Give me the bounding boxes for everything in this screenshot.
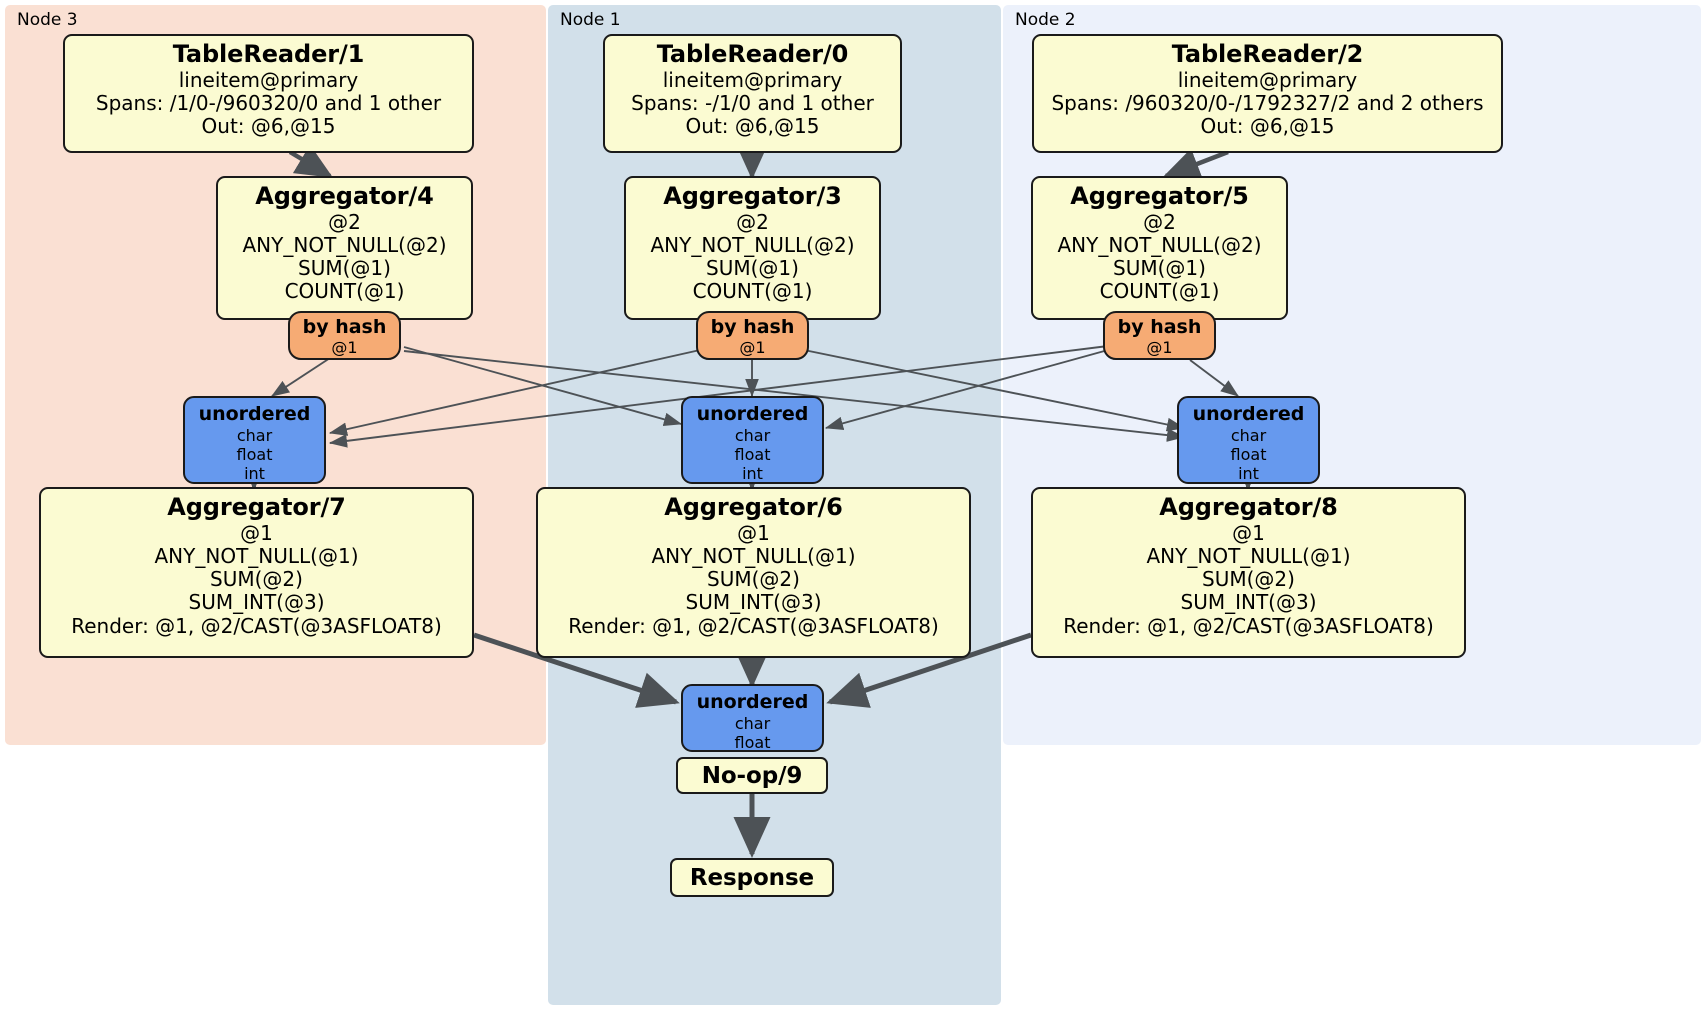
synchronizer-type-float: float — [734, 732, 771, 752]
processor-agg-2: SUM(@2) — [210, 567, 303, 592]
processor-title: Response — [689, 864, 815, 891]
processor-agg-2: SUM(@2) — [1202, 567, 1295, 592]
synchronizer-type-char: char — [1230, 425, 1267, 445]
processor-agg-3: SUM_INT(@3) — [1180, 590, 1317, 615]
processor-out: Out: @6,@15 — [201, 114, 336, 139]
processor-table: lineitem@primary — [1177, 67, 1358, 92]
processor-agg-2: SUM(@1) — [298, 256, 391, 281]
processor-title: Aggregator/3 — [663, 182, 842, 210]
processor-table-reader-1[interactable]: TableReader/1 lineitem@primary Spans: /1… — [63, 34, 474, 153]
synchronizer-type-float: float — [236, 444, 273, 464]
synchronizer-type-char: char — [734, 425, 771, 445]
processor-spans: Spans: /960320/0-/1792327/2 and 2 others — [1051, 91, 1484, 116]
processor-group-cols: @1 — [240, 520, 273, 545]
synchronizer-type-int: int — [742, 464, 763, 484]
router-by-hash-aggregator4[interactable]: by hash @1 — [288, 311, 401, 360]
processor-table-reader-2[interactable]: TableReader/2 lineitem@primary Spans: /9… — [1032, 34, 1503, 153]
router-by-hash-aggregator5[interactable]: by hash @1 — [1103, 311, 1216, 360]
node-panel-label-node2: Node 2 — [1015, 10, 1076, 30]
processor-agg-1: ANY_NOT_NULL(@1) — [154, 544, 359, 569]
processor-aggregator-3[interactable]: Aggregator/3 @2 ANY_NOT_NULL(@2) SUM(@1)… — [624, 176, 881, 320]
processor-render: Render: @1, @2/CAST(@3ASFLOAT8) — [71, 613, 442, 638]
processor-title: Aggregator/7 — [167, 493, 346, 521]
processor-aggregator-7[interactable]: Aggregator/7 @1 ANY_NOT_NULL(@1) SUM(@2)… — [39, 487, 474, 658]
processor-title: TableReader/1 — [172, 40, 365, 68]
processor-title: No-op/9 — [701, 762, 803, 789]
processor-agg-2: SUM(@2) — [707, 567, 800, 592]
processor-aggregator-4[interactable]: Aggregator/4 @2 ANY_NOT_NULL(@2) SUM(@1)… — [216, 176, 473, 320]
processor-title: TableReader/0 — [656, 40, 849, 68]
processor-table: lineitem@primary — [662, 67, 843, 92]
processor-agg-1: ANY_NOT_NULL(@2) — [1057, 233, 1262, 258]
processor-group-cols: @2 — [736, 209, 769, 234]
synchronizer-type-int: int — [1238, 464, 1259, 484]
processor-group-cols: @1 — [1232, 520, 1265, 545]
processor-aggregator-6[interactable]: Aggregator/6 @1 ANY_NOT_NULL(@1) SUM(@2)… — [536, 487, 971, 658]
processor-out: Out: @6,@15 — [1200, 114, 1335, 139]
processor-noop-9[interactable]: No-op/9 — [676, 757, 828, 794]
processor-aggregator-8[interactable]: Aggregator/8 @1 ANY_NOT_NULL(@1) SUM(@2)… — [1031, 487, 1466, 658]
synchronizer-title: unordered — [696, 403, 809, 425]
synchronizer-type-float: float — [1230, 444, 1267, 464]
router-column: @1 — [1146, 337, 1173, 357]
synchronizer-title: unordered — [1192, 403, 1305, 425]
synchronizer-type-char: char — [734, 713, 771, 733]
processor-group-cols: @1 — [737, 520, 770, 545]
processor-table-reader-0[interactable]: TableReader/0 lineitem@primary Spans: -/… — [603, 34, 902, 153]
processor-render: Render: @1, @2/CAST(@3ASFLOAT8) — [1063, 613, 1434, 638]
processor-table: lineitem@primary — [178, 67, 359, 92]
processor-agg-3: SUM_INT(@3) — [188, 590, 325, 615]
processor-group-cols: @2 — [1143, 209, 1176, 234]
processor-agg-3: COUNT(@1) — [692, 279, 813, 304]
processor-title: Aggregator/6 — [664, 493, 843, 521]
node-panel-label-node1: Node 1 — [560, 10, 621, 30]
processor-agg-1: ANY_NOT_NULL(@2) — [242, 233, 447, 258]
router-by-hash-aggregator3[interactable]: by hash @1 — [696, 311, 809, 360]
router-title: by hash — [302, 316, 387, 338]
synchronizer-type-char: char — [236, 425, 273, 445]
processor-agg-3: SUM_INT(@3) — [685, 590, 822, 615]
processor-agg-1: ANY_NOT_NULL(@1) — [651, 544, 856, 569]
synchronizer-unordered-aggregator6[interactable]: unordered char float int — [681, 396, 824, 484]
processor-title: Aggregator/4 — [255, 182, 434, 210]
synchronizer-title: unordered — [696, 691, 809, 713]
processor-title: Aggregator/8 — [1159, 493, 1338, 521]
processor-agg-2: SUM(@1) — [1113, 256, 1206, 281]
synchronizer-type-int: int — [244, 464, 265, 484]
processor-render: Render: @1, @2/CAST(@3ASFLOAT8) — [568, 613, 939, 638]
processor-agg-1: ANY_NOT_NULL(@1) — [1146, 544, 1351, 569]
processor-agg-1: ANY_NOT_NULL(@2) — [650, 233, 855, 258]
processor-out: Out: @6,@15 — [685, 114, 820, 139]
synchronizer-unordered-aggregator7[interactable]: unordered char float int — [183, 396, 326, 484]
processor-agg-2: SUM(@1) — [706, 256, 799, 281]
processor-spans: Spans: -/1/0 and 1 other — [631, 91, 874, 116]
node-panel-label-node3: Node 3 — [17, 10, 78, 30]
processor-group-cols: @2 — [328, 209, 361, 234]
synchronizer-type-float: float — [734, 444, 771, 464]
processor-spans: Spans: /1/0-/960320/0 and 1 other — [95, 91, 442, 116]
synchronizer-title: unordered — [198, 403, 311, 425]
processor-response[interactable]: Response — [670, 858, 834, 897]
router-title: by hash — [710, 316, 795, 338]
processor-title: TableReader/2 — [1171, 40, 1364, 68]
synchronizer-unordered-aggregator8[interactable]: unordered char float int — [1177, 396, 1320, 484]
router-column: @1 — [331, 337, 358, 357]
router-title: by hash — [1117, 316, 1202, 338]
processor-agg-3: COUNT(@1) — [1099, 279, 1220, 304]
router-column: @1 — [739, 337, 766, 357]
processor-aggregator-5[interactable]: Aggregator/5 @2 ANY_NOT_NULL(@2) SUM(@1)… — [1031, 176, 1288, 320]
processor-agg-3: COUNT(@1) — [284, 279, 405, 304]
synchronizer-unordered-final[interactable]: unordered char float — [681, 684, 824, 752]
processor-title: Aggregator/5 — [1070, 182, 1249, 210]
